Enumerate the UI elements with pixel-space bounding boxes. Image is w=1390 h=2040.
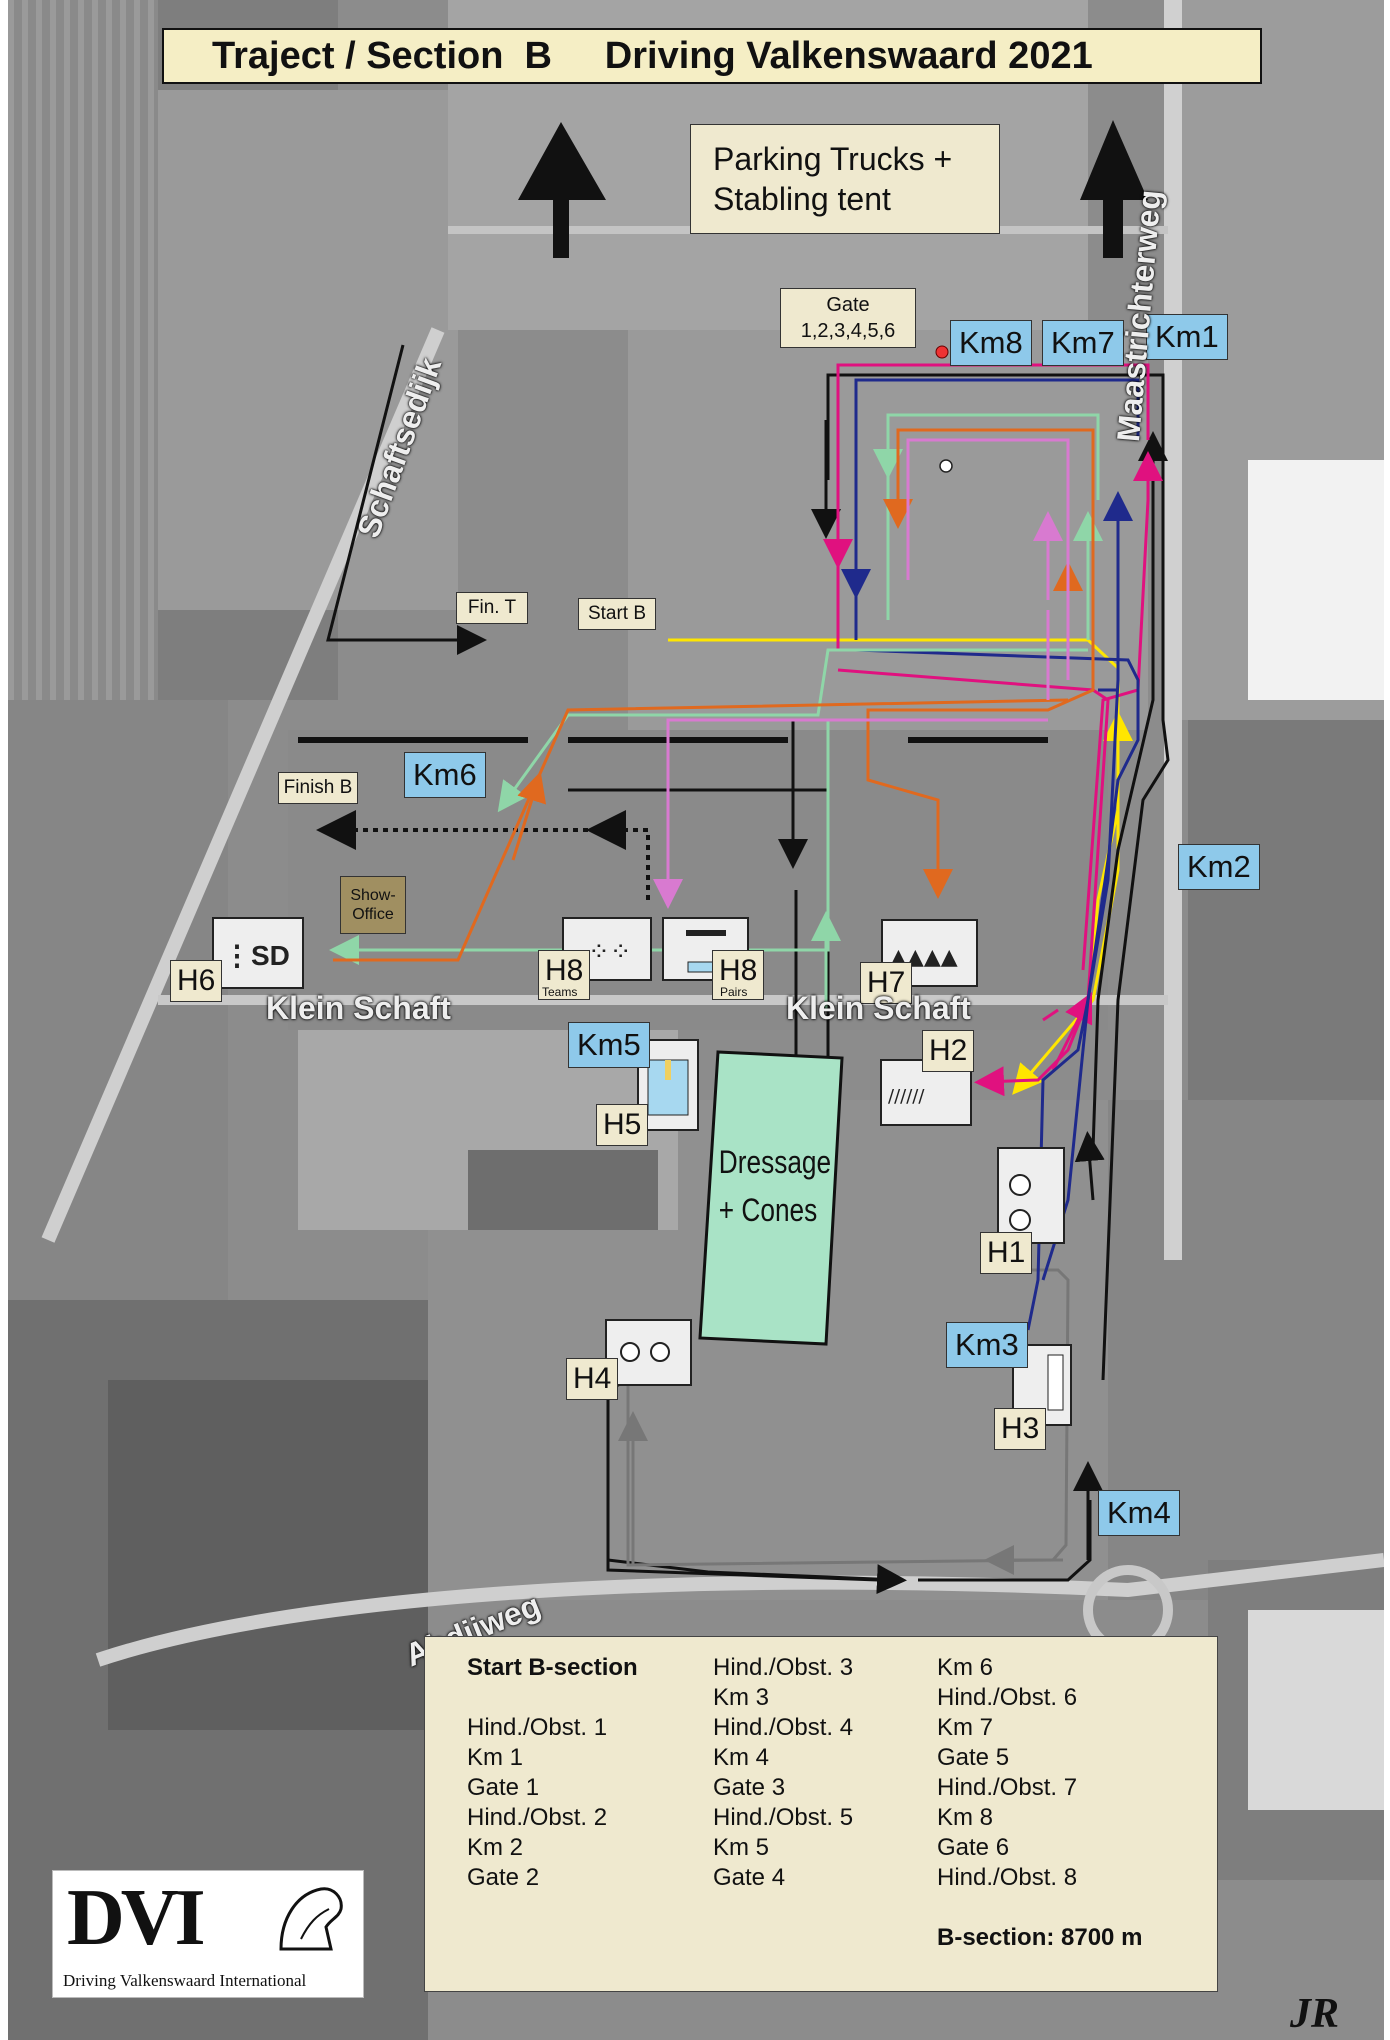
- legend-item: Km 3: [713, 1684, 770, 1711]
- legend-item: [467, 1683, 638, 1713]
- legend-item: Hind./Obst. 7: [937, 1774, 1078, 1801]
- gate-label: Gate 1,2,3,4,5,6: [780, 288, 916, 348]
- legend-item: Gate 1: [467, 1774, 540, 1801]
- legend-item: Km 8: [937, 1804, 994, 1831]
- legend-item: Gate 4: [713, 1864, 786, 1891]
- legend-item: Gate 3: [713, 1774, 786, 1801]
- obstacle-label-h4: H4: [566, 1358, 619, 1400]
- legend-item: Km 4: [713, 1744, 770, 1771]
- start-b-label: Start B: [578, 598, 656, 630]
- gate-marker-red-icon: [935, 345, 949, 359]
- obstacle-h6-diagram: ⋮SD: [212, 917, 304, 989]
- fin-t-label: Fin. T: [456, 592, 528, 624]
- legend-item: [937, 1893, 1142, 1923]
- legend-total-distance: B-section: 8700 m: [937, 1924, 1143, 1951]
- legend-item: Hind./Obst. 3: [713, 1654, 854, 1681]
- signature: JR: [1290, 1991, 1340, 2037]
- road-label-klein-schaft-1: Klein Schaft: [266, 990, 451, 1026]
- legend-item: Gate 6: [937, 1834, 1010, 1861]
- km-marker-km1: Km1: [1146, 314, 1228, 360]
- obstacle-h7-diagram: ▲▲▲▲: [881, 919, 978, 987]
- svg-text://////: //////: [888, 1086, 925, 1107]
- obstacle-label-h2: H2: [922, 1030, 975, 1072]
- legend-item: Gate 2: [467, 1864, 540, 1891]
- road-label-klein-schaft-2: Klein Schaft: [786, 990, 971, 1026]
- show-office-label: Show- Office: [340, 876, 406, 934]
- finish-b-label: Finish B: [278, 772, 358, 804]
- obstacle-h4-diagram: [605, 1319, 692, 1386]
- obstacle-label-h5: H5: [596, 1104, 649, 1146]
- gate-marker-white-icon: [939, 459, 953, 473]
- km-marker-km4: Km4: [1098, 1490, 1180, 1536]
- obstacle-label-h8-teams: H8: [538, 950, 591, 1000]
- km-marker-km8: Km8: [950, 320, 1032, 366]
- obstacle-label-h6: H6: [170, 960, 223, 1002]
- legend-column-2: Hind./Obst. 3 Km 3 Hind./Obst. 4 Km 4 Ga…: [713, 1653, 853, 1893]
- km-marker-km3: Km3: [946, 1322, 1028, 1368]
- legend-item: Gate 5: [937, 1744, 1010, 1771]
- svg-text:⁘⁘: ⁘⁘: [588, 937, 632, 967]
- obstacle-label-h3: H3: [994, 1408, 1047, 1450]
- km-marker-km2: Km2: [1178, 844, 1260, 890]
- legend-item: Hind./Obst. 5: [713, 1804, 854, 1831]
- dvi-logo: DVI Driving Valkenswaard International: [52, 1870, 364, 1998]
- obstacle-h1-diagram: [997, 1147, 1065, 1244]
- legend-column-1: Start B-section Hind./Obst. 1 Km 1 Gate …: [467, 1653, 638, 1893]
- legend-panel: Start B-section Hind./Obst. 1 Km 1 Gate …: [424, 1636, 1218, 1992]
- obstacle-label-h7: H7: [860, 962, 913, 1004]
- north-arrow-right-icon: [1080, 120, 1148, 258]
- svg-text:⋮SD: ⋮SD: [223, 940, 290, 971]
- north-arrow-left-icon: [518, 122, 606, 258]
- km-marker-km5: Km5: [568, 1022, 650, 1068]
- h8-pairs-sublabel: Pairs: [720, 985, 748, 999]
- legend-item: Km 6: [937, 1654, 994, 1681]
- h8-teams-sublabel: Teams: [542, 985, 578, 999]
- legend-item: Km 7: [937, 1714, 994, 1741]
- map-title: Traject / Section B Driving Valkenswaard…: [162, 28, 1262, 84]
- dressage-arena: [698, 1050, 844, 1346]
- km-marker-km6: Km6: [404, 752, 486, 798]
- legend-column-3: Km 6 Hind./Obst. 6 Km 7 Gate 5 Hind./Obs…: [937, 1653, 1142, 1953]
- legend-item: Km 1: [467, 1744, 524, 1771]
- legend-item: Hind./Obst. 1: [467, 1714, 608, 1741]
- logo-text: Driving Valkenswaard International: [63, 1971, 307, 1990]
- horse-head-icon: [279, 1887, 343, 1951]
- legend-item: Start B-section: [467, 1654, 638, 1681]
- legend-item: Hind./Obst. 6: [937, 1684, 1078, 1711]
- legend-item: Hind./Obst. 8: [937, 1864, 1078, 1891]
- legend-item: Km 2: [467, 1834, 524, 1861]
- legend-item: Hind./Obst. 2: [467, 1804, 608, 1831]
- logo-letters: DVI: [67, 1874, 206, 1962]
- obstacle-label-h1: H1: [980, 1232, 1033, 1274]
- obstacle-label-h8-pairs: H8: [712, 950, 765, 1000]
- legend-item: Hind./Obst. 4: [713, 1714, 854, 1741]
- legend-item: Km 5: [713, 1834, 770, 1861]
- obstacle-h8-pairs-diagram: [662, 917, 749, 981]
- dressage-label: Dressage + Cones: [718, 1144, 832, 1228]
- parking-label: Parking Trucks + Stabling tent: [690, 124, 1000, 234]
- km-marker-km7: Km7: [1042, 320, 1124, 366]
